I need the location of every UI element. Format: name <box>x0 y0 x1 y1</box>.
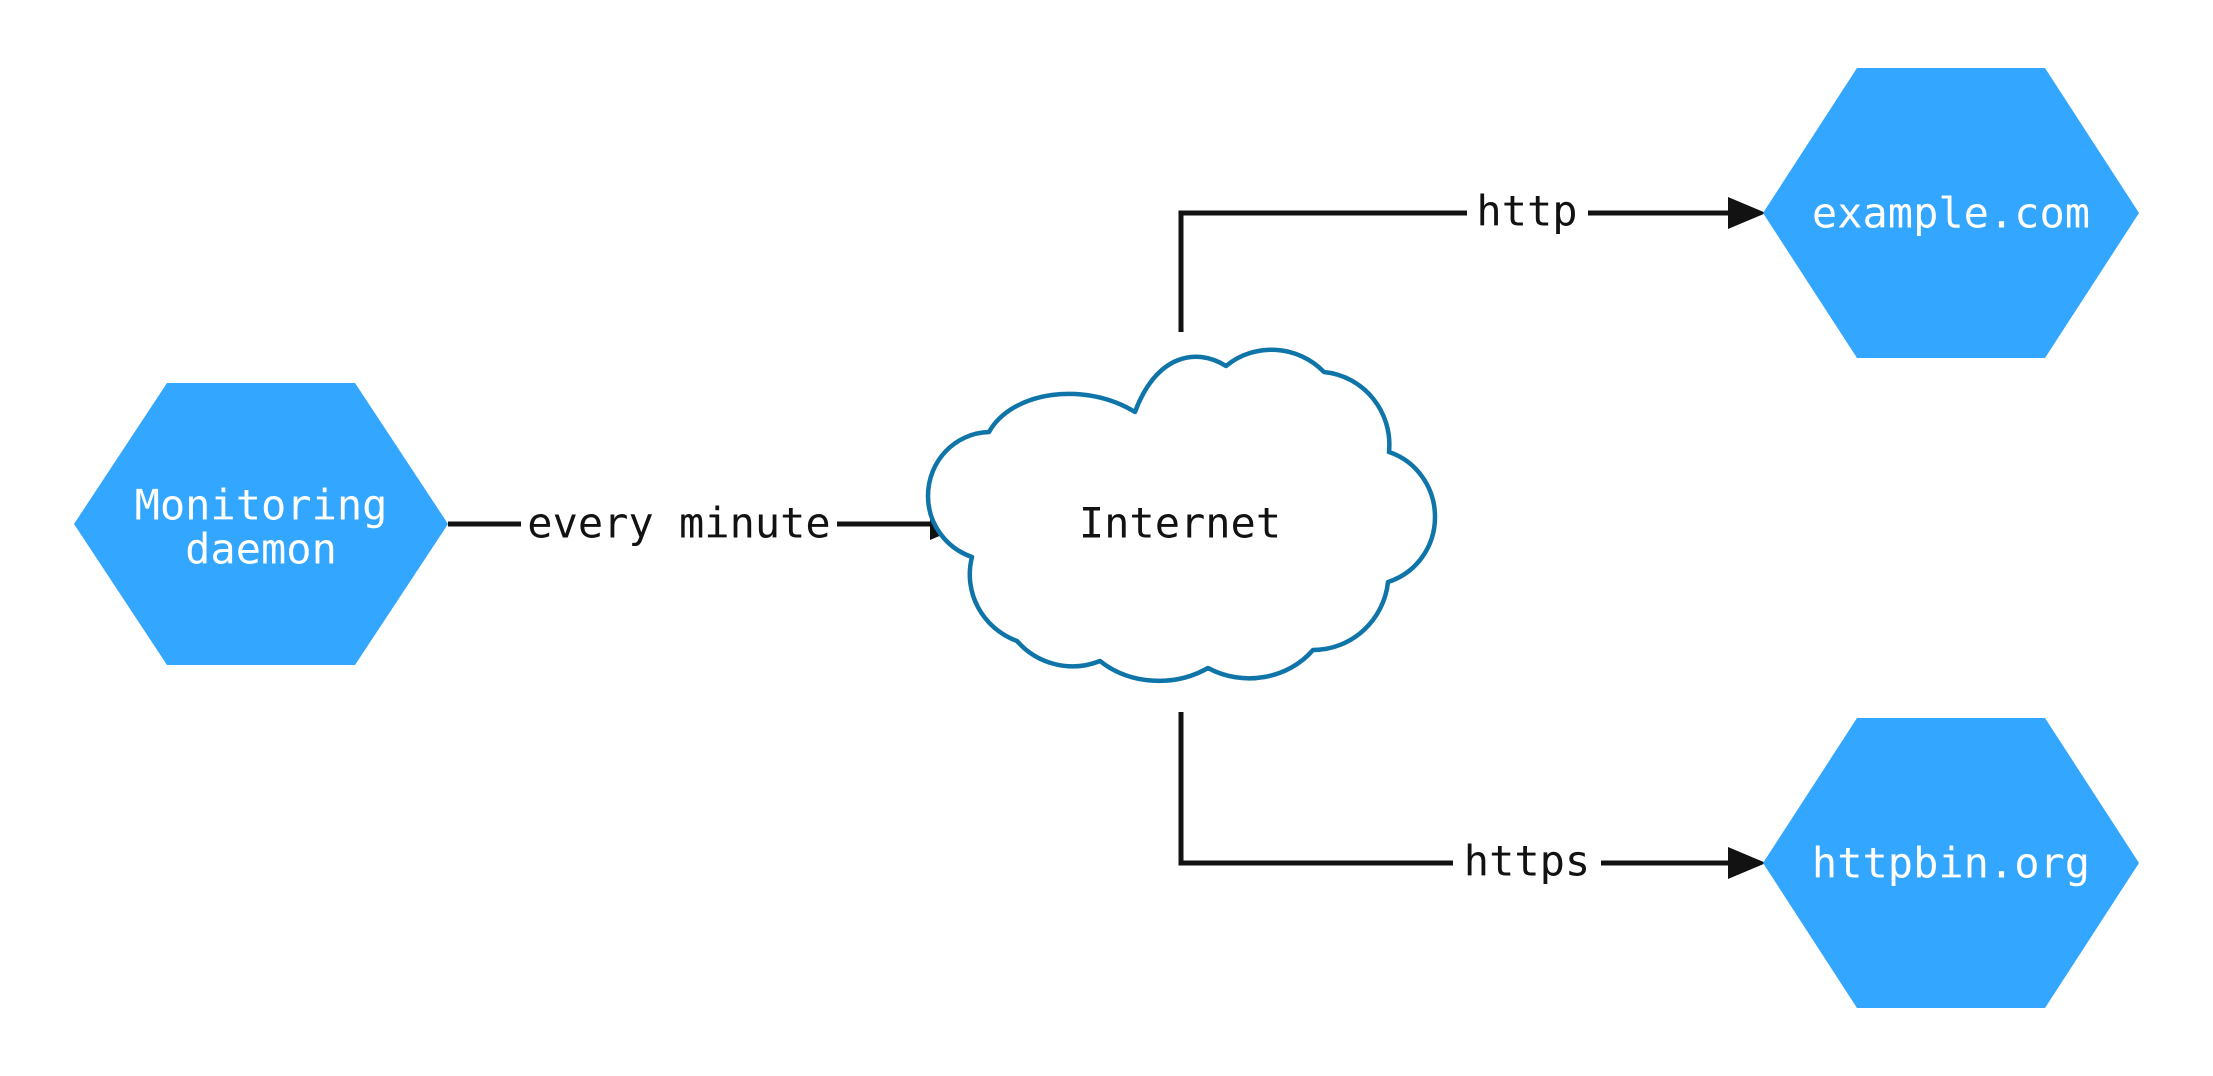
monitoring-daemon-label-line1: Monitoring <box>135 481 388 530</box>
node-httpbin-org[interactable]: httpbin.org <box>1763 718 2139 1008</box>
internet-label: Internet <box>1079 499 1281 548</box>
edge-internet-to-httpbin-arrowhead-icon <box>1728 847 1766 879</box>
internet-cloud-shape[interactable] <box>925 347 1438 683</box>
edge-label-every-minute: every minute <box>527 499 830 548</box>
example-com-hexagon-shape[interactable] <box>1763 68 2139 358</box>
monitoring-daemon-hexagon-shape[interactable] <box>74 383 448 665</box>
node-example-com[interactable]: example.com <box>1763 68 2139 358</box>
edge-internet-to-example-riser <box>1178 210 1467 332</box>
edge-internet-to-httpbin-riser <box>1178 712 1453 866</box>
edge-internet-to-example-arrowhead-icon <box>1728 197 1766 229</box>
node-internet[interactable]: Internet <box>925 347 1438 683</box>
edge-label-https: https <box>1464 837 1590 886</box>
edge-daemon-to-internet: every minute <box>448 499 968 548</box>
httpbin-org-hexagon-shape[interactable] <box>1763 718 2139 1008</box>
example-com-label: example.com <box>1812 189 2090 238</box>
edge-internet-to-httpbin: https <box>1178 712 1766 886</box>
edge-internet-to-example: http <box>1178 187 1766 332</box>
edge-label-http: http <box>1476 187 1577 236</box>
httpbin-org-label: httpbin.org <box>1812 839 2090 888</box>
node-monitoring-daemon[interactable]: Monitoring daemon <box>74 383 448 665</box>
monitoring-daemon-label-line2: daemon <box>185 525 337 574</box>
